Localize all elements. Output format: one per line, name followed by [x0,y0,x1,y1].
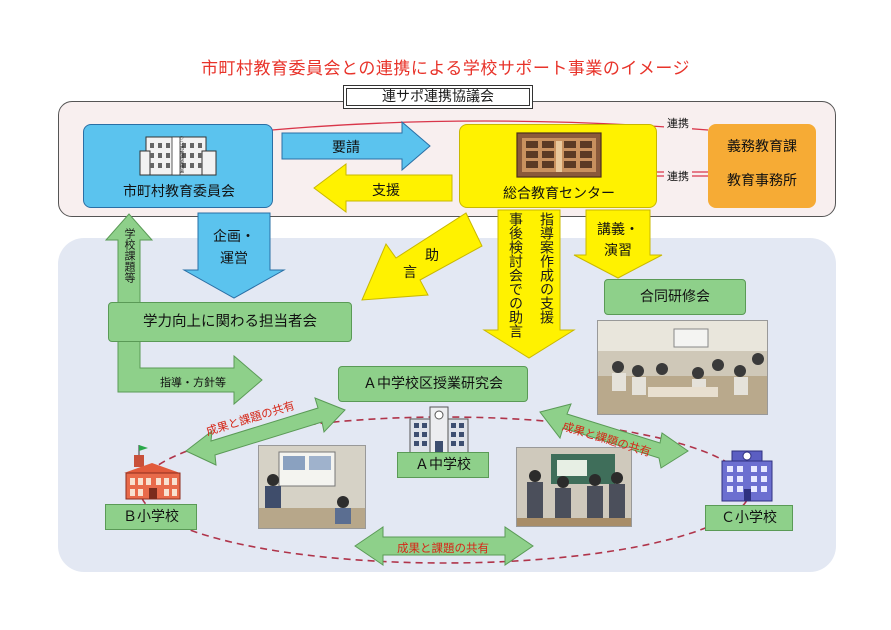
board-label: 市町村教育委員会 [123,184,235,200]
guidance-arrow [482,209,576,359]
joint-training-photo [597,320,768,415]
lecture-label-1: 講義・ [597,222,639,238]
class-photo-left [258,445,366,529]
education-center-building-icon [516,132,602,178]
planning-label-2: 運営 [220,251,248,267]
lecture-label-2: 演習 [604,243,632,259]
sharing-arrow-right [539,403,689,469]
joint-training-box: 合同研修会 [604,279,746,315]
class-photo-right-image [517,448,631,526]
class-photo-left-image [259,446,365,528]
elementary-school-b-icon [124,445,181,500]
district-research-label: Ａ中学校区授業研究会 [363,376,503,392]
compulsory-education-division-label: 義務教育課 [727,139,797,155]
school-a-label: Ａ中学校 [415,457,471,473]
office-building-icon [139,136,217,176]
link-label-side: 連携 [664,168,692,184]
education-center-box: 総合教育センター [459,124,657,208]
sharing-arrow-left [185,397,346,466]
request-label: 要請 [332,140,360,156]
education-center-label: 総合教育センター [503,186,615,202]
advice-label-1: 助 [425,248,439,264]
school-c-label: Ｃ小学校 [721,510,777,526]
board-of-education-box: ○○市教育委員会 市町村教育委員会 [83,124,273,208]
planning-label-1: 企画・ [213,229,255,245]
school-c-box: Ｃ小学校 [705,505,793,531]
school-a-box: Ａ中学校 [397,452,489,478]
sharing-arrow-bottom [354,526,534,566]
council-label: 連サポ連携協議会 [343,85,533,109]
elementary-school-c-icon [721,450,773,502]
request-arrow [281,120,431,172]
district-research-box: Ａ中学校区授業研究会 [338,366,528,402]
link-label-top: 連携 [664,115,692,131]
advice-arrow [361,212,483,301]
building-sign: ○○市教育委員会 [179,136,184,173]
joint-training-photo-image [598,321,767,414]
class-photo-right [516,447,632,527]
education-office-label: 教育事務所 [727,173,797,189]
school-b-label: Ｂ小学校 [123,509,179,525]
page-title: 市町村教育委員会との連携による学校サポート事業のイメージ [201,59,690,79]
school-issues-label: 学校課題等 [123,228,136,283]
planning-arrow [182,212,286,299]
joint-training-label: 合同研修会 [640,289,710,305]
staff-meeting-label: 学力向上に関わる担当者会 [143,314,317,330]
guidance-label-1: 指導案作成の支援 [538,212,554,324]
advice-label-2: 言 [403,265,417,281]
junior-high-school-icon [409,406,469,454]
staff-meeting-box: 学力向上に関わる担当者会 [108,302,352,342]
sharing-label-bottom: 成果と課題の共有 [397,541,489,555]
support-arrow [313,163,453,213]
guidance-label-2: 事後検討会での助言 [507,212,523,338]
school-b-box: Ｂ小学校 [105,504,197,530]
lecture-arrow [573,209,663,279]
direction-label: 指導・方針等 [160,376,226,389]
office-box: 義務教育課 教育事務所 [708,124,816,208]
support-label: 支援 [372,183,400,199]
